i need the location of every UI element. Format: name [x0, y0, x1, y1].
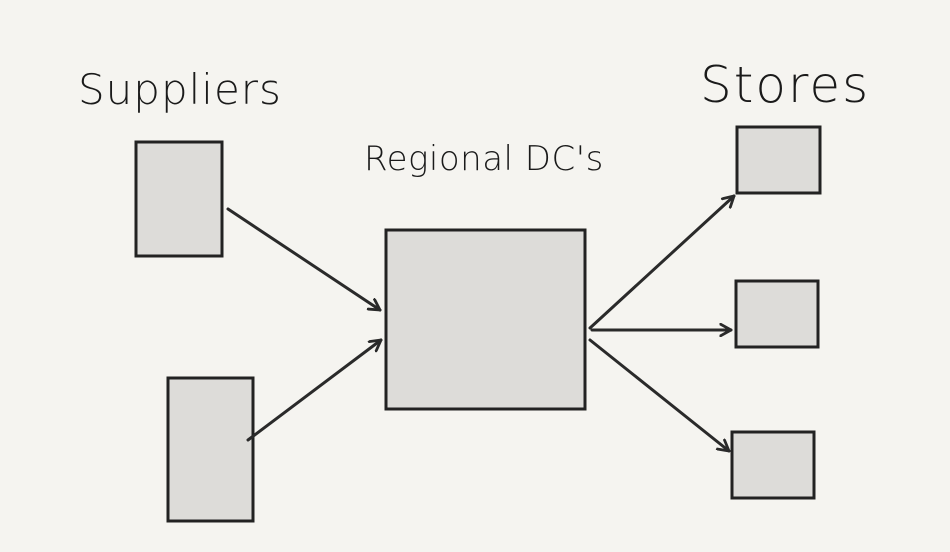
regional-dc-label: Regional DC's — [364, 139, 604, 179]
store-box-2 — [734, 279, 820, 349]
arrow-supplier1-to-dc — [226, 207, 382, 312]
supplier-box-1 — [134, 140, 224, 258]
arrow-dc-to-store1 — [588, 194, 736, 330]
store-box-1 — [735, 125, 822, 195]
supplier-box-2 — [166, 376, 255, 523]
arrow-supplier2-to-dc — [246, 338, 383, 442]
arrow-dc-to-store3 — [588, 338, 731, 453]
stores-label: Stores — [700, 56, 870, 114]
suppliers-label: Suppliers — [78, 65, 282, 114]
regional-dc-box — [384, 228, 587, 411]
store-box-3 — [730, 430, 816, 500]
